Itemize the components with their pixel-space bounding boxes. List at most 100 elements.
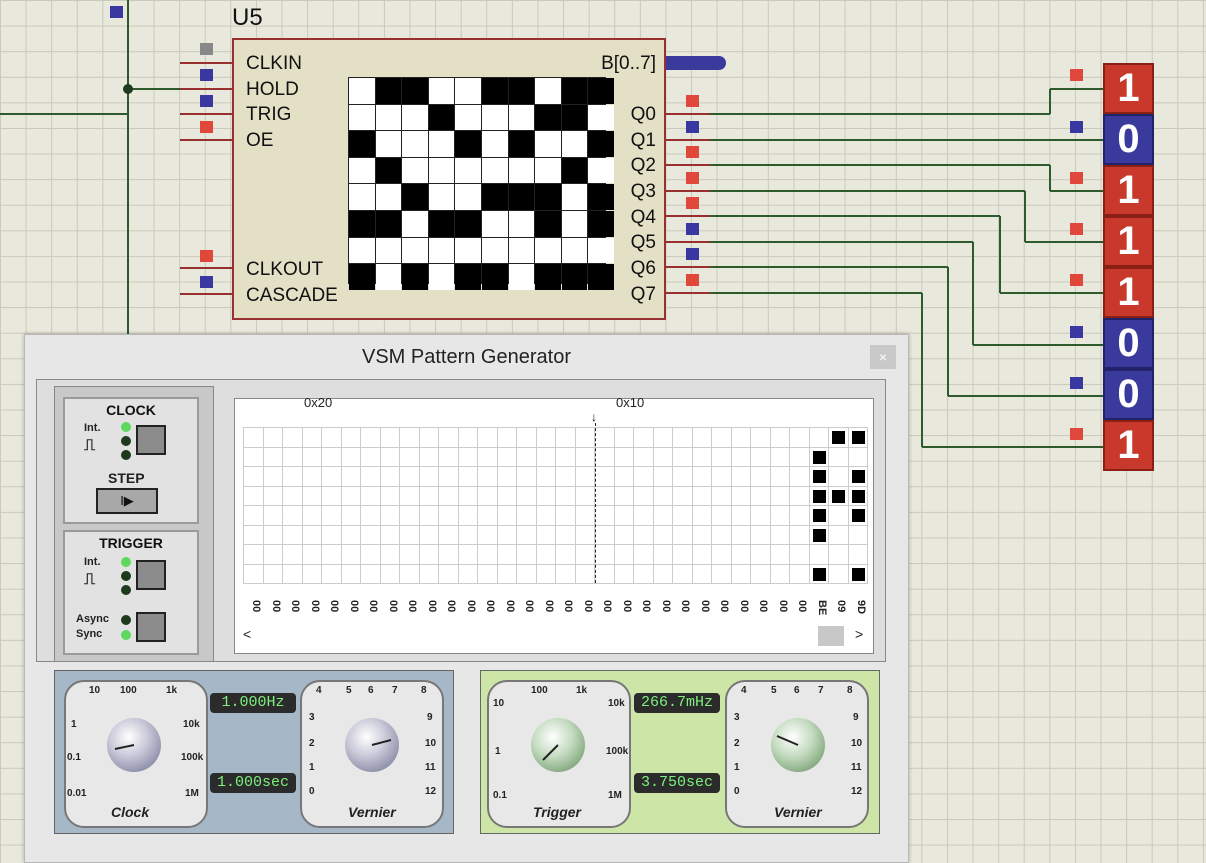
pattern-cell[interactable] xyxy=(751,467,771,487)
pattern-cell[interactable] xyxy=(790,447,810,467)
pattern-cell[interactable] xyxy=(302,564,322,584)
pattern-cell[interactable] xyxy=(341,467,361,487)
pattern-cell[interactable] xyxy=(575,486,595,506)
pattern-cell[interactable] xyxy=(517,525,537,545)
pattern-cell[interactable] xyxy=(673,525,693,545)
pattern-cell[interactable] xyxy=(380,545,400,565)
pattern-cell[interactable] xyxy=(731,506,751,526)
pattern-cell[interactable] xyxy=(751,525,771,545)
pattern-cell[interactable] xyxy=(575,564,595,584)
pattern-cell[interactable] xyxy=(751,447,771,467)
pattern-cell[interactable] xyxy=(829,428,849,448)
pattern-cell[interactable] xyxy=(517,506,537,526)
pattern-cell[interactable] xyxy=(341,428,361,448)
pattern-cell[interactable] xyxy=(439,506,459,526)
pattern-cell[interactable] xyxy=(517,564,537,584)
pattern-cell[interactable] xyxy=(263,447,283,467)
pattern-cell[interactable] xyxy=(380,564,400,584)
pattern-cell[interactable] xyxy=(478,467,498,487)
pattern-cell[interactable] xyxy=(283,564,303,584)
pattern-cell[interactable] xyxy=(848,467,868,487)
pattern-cell[interactable] xyxy=(536,428,556,448)
pattern-cell[interactable] xyxy=(614,525,634,545)
pattern-cell[interactable] xyxy=(302,506,322,526)
pattern-cell[interactable] xyxy=(595,486,615,506)
pattern-cell[interactable] xyxy=(634,564,654,584)
pattern-cell[interactable] xyxy=(283,545,303,565)
pattern-cell[interactable] xyxy=(322,564,342,584)
pattern-cell[interactable] xyxy=(380,525,400,545)
pattern-cell[interactable] xyxy=(751,486,771,506)
pattern-cell[interactable] xyxy=(400,486,420,506)
pattern-cell[interactable] xyxy=(653,545,673,565)
pattern-cell[interactable] xyxy=(400,506,420,526)
pattern-cell[interactable] xyxy=(673,506,693,526)
pattern-cell[interactable] xyxy=(341,486,361,506)
pattern-cell[interactable] xyxy=(536,486,556,506)
pattern-cell[interactable] xyxy=(458,447,478,467)
pattern-cell[interactable] xyxy=(556,506,576,526)
pattern-cell[interactable] xyxy=(517,447,537,467)
pattern-cell[interactable] xyxy=(653,486,673,506)
pattern-cell[interactable] xyxy=(575,467,595,487)
pattern-cell[interactable] xyxy=(770,486,790,506)
pattern-cell[interactable] xyxy=(692,564,712,584)
pattern-cell[interactable] xyxy=(400,564,420,584)
pattern-cell[interactable] xyxy=(653,525,673,545)
pattern-cell[interactable] xyxy=(283,467,303,487)
pattern-cell[interactable] xyxy=(848,545,868,565)
pattern-cell[interactable] xyxy=(751,564,771,584)
sync-mode-button[interactable] xyxy=(136,612,166,642)
pattern-cell[interactable] xyxy=(283,447,303,467)
pattern-cell[interactable] xyxy=(341,525,361,545)
pattern-cell[interactable] xyxy=(497,525,517,545)
pattern-cell[interactable] xyxy=(478,525,498,545)
pattern-cell[interactable] xyxy=(361,525,381,545)
pattern-cell[interactable] xyxy=(283,506,303,526)
pattern-cell[interactable] xyxy=(458,428,478,448)
pattern-cell[interactable] xyxy=(673,486,693,506)
pattern-cell[interactable] xyxy=(634,545,654,565)
pattern-cell[interactable] xyxy=(673,545,693,565)
pattern-cell[interactable] xyxy=(653,447,673,467)
pattern-cell[interactable] xyxy=(439,428,459,448)
pattern-cell[interactable] xyxy=(380,428,400,448)
pattern-cell[interactable] xyxy=(439,486,459,506)
pattern-cell[interactable] xyxy=(712,467,732,487)
pattern-cell[interactable] xyxy=(419,486,439,506)
pattern-cell[interactable] xyxy=(809,564,829,584)
pattern-cell[interactable] xyxy=(692,428,712,448)
step-button[interactable]: I▶ xyxy=(96,488,158,514)
pattern-cell[interactable] xyxy=(673,428,693,448)
pattern-cell[interactable] xyxy=(731,486,751,506)
pattern-cell[interactable] xyxy=(536,506,556,526)
pattern-cell[interactable] xyxy=(692,545,712,565)
pattern-cell[interactable] xyxy=(497,447,517,467)
pattern-cell[interactable] xyxy=(575,545,595,565)
pattern-cell[interactable] xyxy=(634,428,654,448)
pattern-cell[interactable] xyxy=(263,525,283,545)
pattern-cell[interactable] xyxy=(302,428,322,448)
pattern-cell[interactable] xyxy=(439,545,459,565)
pattern-cell[interactable] xyxy=(361,486,381,506)
pattern-cell[interactable] xyxy=(361,545,381,565)
pattern-cell[interactable] xyxy=(614,545,634,565)
pattern-cell[interactable] xyxy=(731,428,751,448)
pattern-cell[interactable] xyxy=(809,467,829,487)
pattern-cell[interactable] xyxy=(517,486,537,506)
pattern-cell[interactable] xyxy=(848,525,868,545)
pattern-cell[interactable] xyxy=(712,525,732,545)
pattern-cell[interactable] xyxy=(380,486,400,506)
pattern-cell[interactable] xyxy=(848,506,868,526)
pattern-cell[interactable] xyxy=(497,467,517,487)
pattern-cell[interactable] xyxy=(419,467,439,487)
pattern-cell[interactable] xyxy=(653,467,673,487)
pattern-cell[interactable] xyxy=(790,506,810,526)
pattern-cell[interactable] xyxy=(634,506,654,526)
pattern-cell[interactable] xyxy=(341,447,361,467)
pattern-cell[interactable] xyxy=(556,447,576,467)
pattern-cell[interactable] xyxy=(595,564,615,584)
pattern-cell[interactable] xyxy=(536,447,556,467)
pattern-cell[interactable] xyxy=(380,447,400,467)
pattern-cell[interactable] xyxy=(497,506,517,526)
